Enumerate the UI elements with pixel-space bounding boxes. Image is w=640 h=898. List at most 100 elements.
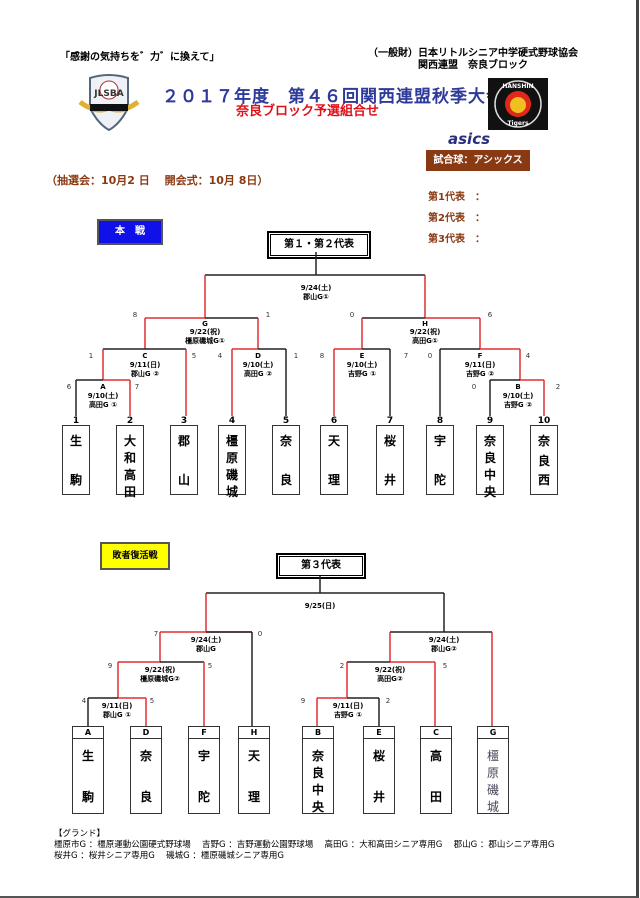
score: 8 [320, 352, 324, 360]
score: 1 [294, 352, 298, 360]
score: 7 [404, 352, 408, 360]
team-name-char: 奈 [311, 749, 324, 763]
game-date: 9/22(祝) [410, 327, 441, 336]
team-number: 3 [181, 416, 187, 426]
score: 8 [133, 311, 137, 319]
team-name-char: 磯 [225, 468, 238, 482]
score: 4 [526, 352, 531, 360]
score: 7 [135, 383, 139, 391]
team-name-char: 橿 [486, 749, 499, 763]
team-box: 大和高田 [116, 425, 144, 499]
team-number: 10 [538, 416, 551, 426]
score: 2 [386, 697, 390, 705]
score: 9 [301, 697, 305, 705]
team-number: 7 [387, 416, 393, 426]
slot-label: E [364, 727, 394, 739]
representative-1: 第1代表 ： [428, 192, 485, 203]
team-name-char: 良 [537, 453, 550, 468]
game-date: 9/25(日) [305, 602, 336, 610]
score: 5 [192, 352, 196, 360]
game-date: 9/24(土) [429, 635, 460, 644]
tigers-bottom-text: Tigers [507, 120, 528, 127]
team-name: 宇陀 [198, 739, 210, 813]
team-name-char: 磯 [486, 783, 499, 797]
slogan: 「感謝の気持ちを゛力゛に換えて」 [60, 52, 220, 63]
team-box: 天理 [320, 425, 348, 495]
team-name-char: 生 [69, 434, 82, 448]
team-name-char: 高 [429, 749, 442, 763]
team-name-char: 山 [177, 473, 190, 487]
team-name-char: 奈 [279, 434, 292, 448]
team-box: 奈良西 [530, 425, 558, 495]
team-name-char: 良 [483, 451, 496, 465]
score: 1 [266, 311, 270, 319]
game-id: H [422, 320, 428, 328]
grounds-legend: 【グランド】 橿原市G ：橿原運動公園硬式野球場 吉野G ：吉野運動公園野球場 … [54, 829, 554, 862]
game-venue: 高田G② [377, 674, 403, 683]
team-name-char: 高 [123, 468, 136, 482]
main-bracket-lines: 9/24(土) 郡山G① G 9/22(祝) 橿原磯城G① H 9/22(祝) … [67, 252, 560, 426]
game-date: 9/22(祝) [145, 665, 176, 674]
asics-logo: asics [448, 130, 491, 148]
team-name-char: 宇 [197, 749, 210, 763]
game-date: 9/10(土) [503, 391, 534, 400]
team-box: 桜井 [376, 425, 404, 495]
game-venue: 吉野G ① [334, 710, 362, 719]
team-name-char: 良 [311, 766, 324, 780]
score: 0 [350, 311, 354, 319]
team-name-char: 良 [139, 790, 152, 804]
game-venue: 橿原磯城G② [140, 674, 180, 683]
game-date: 9/11(日) [102, 702, 133, 710]
game-date: 9/10(土) [347, 360, 378, 369]
game-venue: 高田G ① [89, 400, 117, 409]
score: 5 [150, 697, 154, 705]
game-venue: 郡山G ① [102, 710, 131, 719]
organization: （一般財）日本リトルシニア中学硬式野球協会 関西連盟 奈良ブロック [368, 48, 578, 72]
team-name: 奈良中央 [312, 739, 324, 823]
team-name-char: 中 [483, 468, 496, 482]
game-venue: 吉野G ② [504, 400, 532, 409]
team-name-char: 城 [225, 485, 238, 499]
score: 2 [340, 662, 344, 670]
draw-ceremony-info: （抽選会：10月2 日 開会式：10月 8日） [46, 174, 269, 187]
score: 9 [108, 662, 112, 670]
consolation-bracket-header: 第３代表 [276, 553, 366, 579]
slot-label: C [421, 727, 451, 739]
team-name-char: 中 [311, 783, 324, 797]
team-name-char: 田 [429, 790, 442, 804]
score: 6 [67, 383, 72, 391]
team-name: 桜井 [373, 739, 385, 813]
score: 6 [488, 311, 493, 319]
game-venue: 橿原磯城G① [185, 336, 225, 345]
tournament-subtitle: 奈良ブロック予選組合せ [236, 104, 380, 119]
score: 5 [208, 662, 212, 670]
game-venue: 郡山G ② [130, 369, 159, 378]
team-box: 生駒 [62, 425, 90, 495]
slot-label: H [239, 727, 269, 739]
game-venue: 高田G① [412, 336, 438, 345]
tigers-top-text: HANSHIN [502, 83, 533, 90]
game-date: 9/24(土) [301, 283, 332, 292]
team-name-char: 井 [372, 790, 385, 804]
game-venue: 吉野G ① [348, 369, 376, 378]
official-ball-label: 試合球：アシックス [426, 150, 530, 171]
team-name-char: 田 [123, 485, 136, 499]
game-date: 9/11(日) [465, 361, 496, 369]
team-name-char: 理 [327, 473, 340, 487]
score: 1 [89, 352, 93, 360]
team-name-char: 陀 [433, 473, 446, 487]
slot-label: A [73, 727, 103, 739]
team-name: 生駒 [82, 739, 94, 813]
team-name-char: 奈 [139, 749, 152, 763]
main-tournament-label: 本 戦 [97, 219, 163, 245]
team-number: 1 [73, 416, 79, 426]
org-line-1: （一般財）日本リトルシニア中学硬式野球協会 [368, 48, 578, 59]
score: 0 [428, 352, 432, 360]
team-name-char: 原 [225, 451, 238, 465]
game-id: A [100, 383, 106, 391]
team-name-char: 和 [123, 451, 136, 465]
